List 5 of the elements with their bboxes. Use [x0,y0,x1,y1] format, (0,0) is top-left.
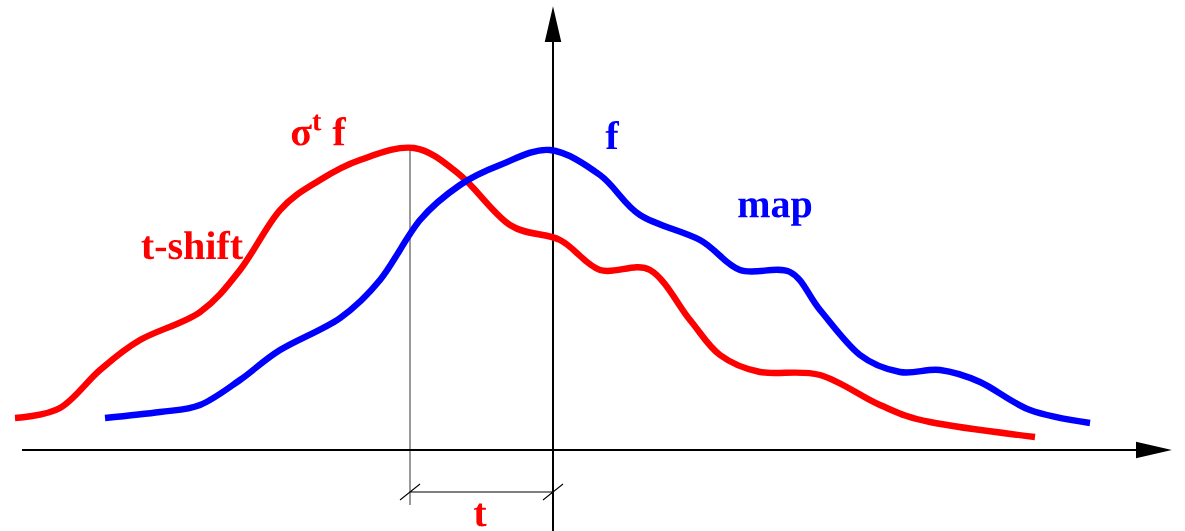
curve-label: t-shift [141,230,243,260]
curve-label: f [605,120,620,150]
curve-label: σ$^{t}$ f [291,114,347,146]
curve-label: map [738,198,812,226]
dimension-label: t [474,503,487,527]
